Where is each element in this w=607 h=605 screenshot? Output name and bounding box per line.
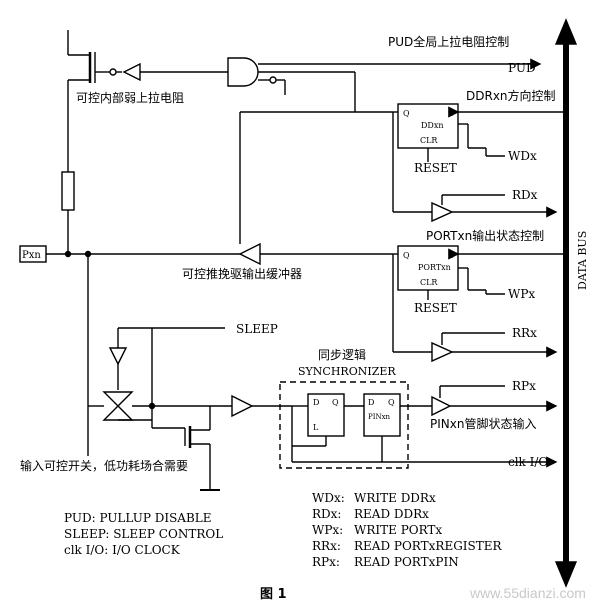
watermark: www.55dianzi.com xyxy=(469,585,586,601)
label-reset-1: RESET xyxy=(414,161,457,175)
legend-left-item: PUD: PULLUP DISABLE xyxy=(64,511,212,525)
label-ddr-d: D xyxy=(448,109,454,118)
legend-left: PUD: PULLUP DISABLE SLEEP: SLEEP CONTROL… xyxy=(64,511,223,557)
rpx-buffer xyxy=(431,395,452,417)
label-rdx: RDx xyxy=(512,188,538,202)
synchronizer-box xyxy=(279,381,409,469)
legend-right-key: WPx: xyxy=(312,523,343,537)
label-port-d: D xyxy=(448,251,454,260)
legend-right-key: RRx: xyxy=(312,539,341,553)
data-bus-arrow-up xyxy=(554,18,578,45)
label-pud: PUD xyxy=(508,61,536,75)
label-ddr-block: DDxn xyxy=(421,121,444,130)
label-ddr-q: Q xyxy=(403,109,410,118)
label-ddr-direction: DDRxn方向控制 xyxy=(466,88,556,103)
output-buffer xyxy=(238,242,261,266)
label-pin-input: PINxn管脚状态输入 xyxy=(430,416,536,431)
legend-right-value: READ PORTxPIN xyxy=(354,555,459,569)
legend-right-value: READ DDRx xyxy=(354,507,429,521)
sleep-inverter xyxy=(108,347,128,366)
rrx-buffer xyxy=(431,341,454,363)
legend-right-value: WRITE PORTx xyxy=(354,523,442,537)
label-pullup: 可控内部弱上拉电阻 xyxy=(76,90,184,105)
label-data-bus: DATA BUS xyxy=(576,231,589,290)
label-sync-cn: 同步逻辑 xyxy=(318,348,366,362)
label-sync2-d: D xyxy=(368,398,374,407)
label-reset-2: RESET xyxy=(414,301,457,315)
legend-right-key: RPx: xyxy=(312,555,340,569)
rdx-buffer xyxy=(431,201,454,223)
label-input-switch: 输入可控开关，低功耗场合需要 xyxy=(20,458,188,473)
label-sync1-d: D xyxy=(313,398,319,407)
legend-right-key: WDx: xyxy=(312,491,345,505)
label-wdx: WDx xyxy=(508,149,537,163)
label-sync-en: SYNCHRONIZER xyxy=(298,365,396,378)
label-output-buffer: 可控推挽驱输出缓冲器 xyxy=(182,266,302,281)
label-rrx: RRx xyxy=(512,326,537,340)
label-sync1-q: Q xyxy=(332,398,339,407)
legend-left-item: clk I/O: I/O CLOCK xyxy=(64,543,181,557)
label-port-q: Q xyxy=(403,251,410,260)
legend-right-value: READ PORTxREGISTER xyxy=(354,539,503,553)
pullup-resistor xyxy=(61,171,75,211)
label-ddr-clr: CLR xyxy=(420,136,438,145)
legend-left-item: SLEEP: SLEEP CONTROL xyxy=(64,527,223,541)
label-pin-block: PINxn xyxy=(368,413,391,421)
data-bus-arrow-down xyxy=(554,561,578,588)
legend-right-key: RDx: xyxy=(312,507,341,521)
label-pud-control: PUD全局上拉电阻控制 xyxy=(388,34,509,49)
label-rpx: RPx xyxy=(512,379,536,393)
input-buffer xyxy=(231,394,254,418)
label-pin: Pxn xyxy=(22,250,41,261)
transmission-gate-top xyxy=(102,391,134,407)
label-port-output: PORTxn输出状态控制 xyxy=(426,228,544,243)
legend-right: WDx: WRITE DDRx RDx: READ DDRx WPx: WRIT… xyxy=(312,491,503,569)
and-gate xyxy=(227,57,259,87)
label-clk: clk I/O xyxy=(508,455,548,469)
figure-caption: 图 1 xyxy=(260,587,287,602)
label-sync2-q: Q xyxy=(388,398,395,407)
label-port-clr: CLR xyxy=(420,278,438,287)
label-sleep: SLEEP xyxy=(236,322,278,336)
label-sync1-l: L xyxy=(313,423,319,432)
label-port-block: PORTxn xyxy=(418,263,451,272)
label-wpx: WPx xyxy=(508,287,535,301)
legend-right-value: WRITE DDRx xyxy=(354,491,436,505)
